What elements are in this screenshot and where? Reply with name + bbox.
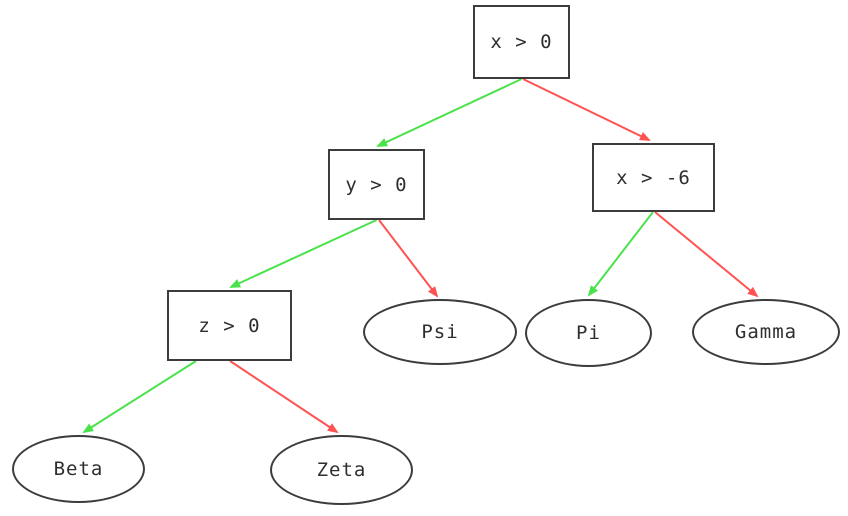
decision-node-label: x > -6	[616, 166, 691, 189]
decision-node-label: x > 0	[490, 31, 553, 53]
edge-z-to-zeta-false	[229, 360, 339, 434]
edge-x6-to-pi-true	[587, 211, 654, 297]
decision-node-y: y > 0	[328, 149, 425, 220]
leaf-node-gamma: Gamma	[692, 299, 840, 365]
leaf-node-zeta: Zeta	[270, 435, 413, 505]
edge-x6-to-gamma-false	[654, 211, 759, 298]
edge-y-to-z-true	[229, 219, 377, 288]
decision-node-z: z > 0	[167, 290, 292, 361]
edge-root-to-y-true	[376, 78, 522, 147]
edge-root-to-x6-false	[522, 78, 651, 141]
decision-node-label: z > 0	[198, 314, 261, 337]
decision-node-label: y > 0	[345, 173, 408, 196]
edge-z-to-beta-true	[82, 360, 197, 434]
edge-y-to-psi-false	[378, 219, 439, 298]
leaf-node-beta: Beta	[12, 435, 145, 503]
leaf-node-label: Beta	[53, 458, 104, 480]
leaf-node-label: Zeta	[316, 459, 367, 481]
leaf-node-label: Pi	[576, 322, 601, 344]
decision-node-root: x > 0	[473, 5, 570, 79]
leaf-node-psi: Psi	[363, 299, 517, 365]
leaf-node-label: Gamma	[734, 321, 798, 343]
leaf-node-pi: Pi	[525, 299, 652, 367]
leaf-node-label: Psi	[421, 321, 459, 343]
decision-node-x6: x > -6	[592, 143, 715, 212]
